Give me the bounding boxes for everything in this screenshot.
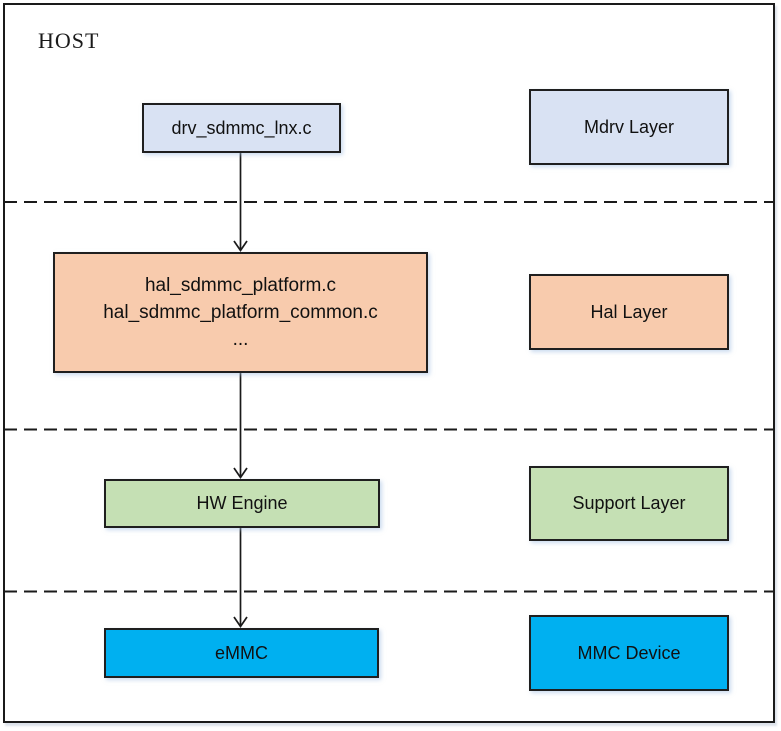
legend-hal-layer: Hal Layer: [529, 274, 729, 350]
legend-mdrv-label: Mdrv Layer: [583, 116, 675, 137]
node-hal-line3: ...: [232, 329, 249, 350]
node-emmc-label: eMMC: [215, 642, 268, 663]
node-drv-label: drv_sdmmc_lnx.c: [171, 117, 312, 138]
node-hw-engine: HW Engine: [104, 479, 380, 528]
node-hal-sdmmc-platform: hal_sdmmc_platform.c hal_sdmmc_platform_…: [53, 252, 428, 373]
node-drv-sdmmc-lnx: drv_sdmmc_lnx.c: [142, 103, 341, 153]
node-emmc: eMMC: [104, 628, 379, 678]
node-hal-line2: hal_sdmmc_platform_common.c: [103, 302, 378, 323]
node-hw-label: HW Engine: [196, 493, 288, 513]
legend-support-layer: Support Layer: [529, 466, 729, 541]
legend-mmc-device-label: MMC Device: [577, 642, 681, 663]
legend-hal-label: Hal Layer: [590, 301, 668, 322]
legend-mmc-device: MMC Device: [529, 615, 729, 691]
host-title: HOST: [38, 28, 100, 53]
node-hal-line1: hal_sdmmc_platform.c: [144, 275, 337, 296]
legend-mdrv-layer: Mdrv Layer: [529, 89, 729, 165]
legend-support-label: Support Layer: [572, 493, 686, 513]
